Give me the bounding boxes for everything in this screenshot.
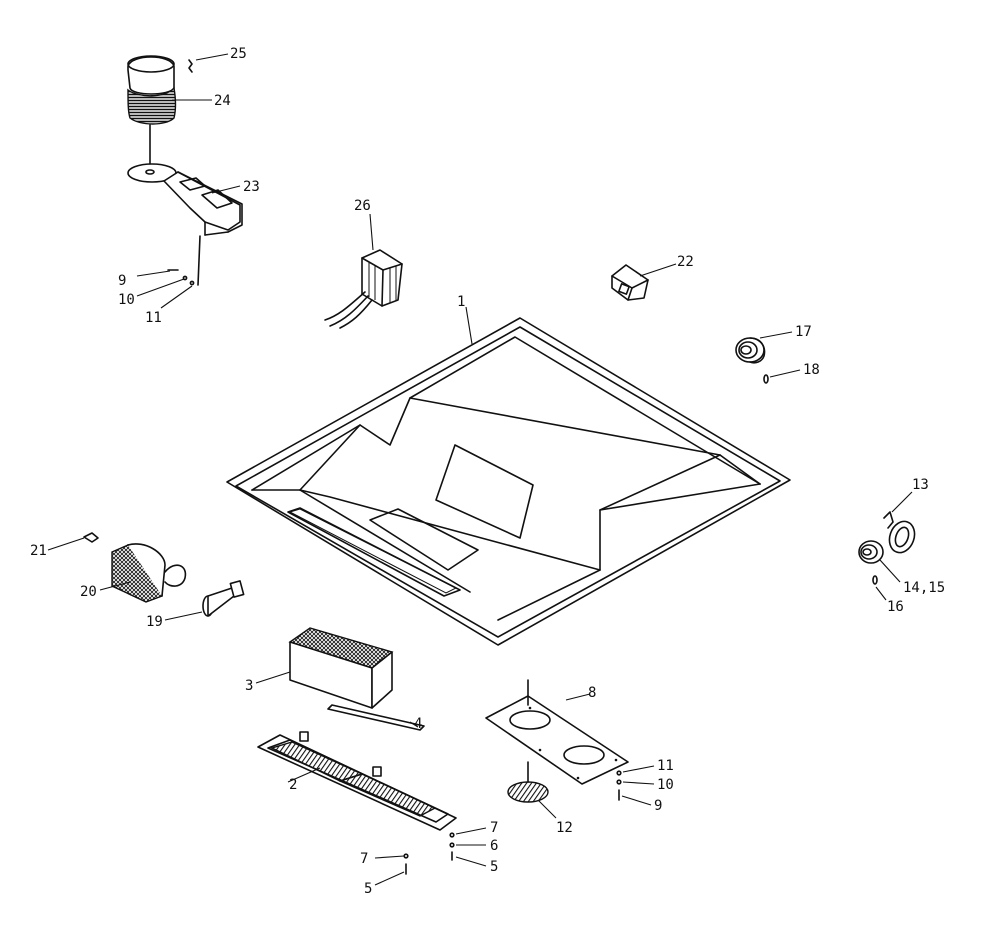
part-18-clip xyxy=(763,374,769,384)
callout-14-15: 14,15 xyxy=(903,580,945,596)
callout-23: 23 xyxy=(243,179,260,195)
callout-11-top: 11 xyxy=(145,310,162,326)
callout-18: 18 xyxy=(803,362,820,378)
callout-4: 4 xyxy=(414,716,422,732)
callout-9-top: 9 xyxy=(118,273,126,289)
part-13-bracket xyxy=(883,511,916,554)
callout-16: 16 xyxy=(887,599,904,615)
part-21-clip xyxy=(83,532,99,543)
part-8-plate xyxy=(485,679,629,785)
part-16-clip xyxy=(872,575,878,585)
leader-lines xyxy=(47,53,913,886)
callout-2: 2 xyxy=(289,777,297,793)
part-25-screw xyxy=(188,59,193,73)
part-26-relay-box xyxy=(324,249,403,329)
callout-3: 3 xyxy=(245,678,253,694)
callout-21: 21 xyxy=(30,543,47,559)
part-1-roof-tray xyxy=(226,317,791,646)
callout-25: 25 xyxy=(230,46,247,62)
callout-5-right: 5 xyxy=(490,859,498,875)
callout-24: 24 xyxy=(214,93,231,109)
part-22-buzzer xyxy=(611,264,649,301)
callout-22: 22 xyxy=(677,254,694,270)
callout-26: 26 xyxy=(354,198,371,214)
callout-5-left: 5 xyxy=(364,881,372,897)
callout-8: 8 xyxy=(588,685,596,701)
part-17-grommet xyxy=(735,337,766,364)
callout-19: 19 xyxy=(146,614,163,630)
callout-9-bottom: 9 xyxy=(654,798,662,814)
callout-13: 13 xyxy=(912,477,929,493)
callout-7-left: 7 xyxy=(360,851,368,867)
part-9-10-11-beacon-fasteners xyxy=(167,269,195,286)
part-2-grille xyxy=(257,731,457,831)
callout-labels: 25 24 23 26 22 1 17 18 13 14,15 16 9 10 … xyxy=(30,46,945,897)
part-12-vent-disc xyxy=(507,761,549,803)
part-4-strip xyxy=(327,704,425,731)
part-9-10-11-plate-fasteners xyxy=(616,770,622,801)
callout-20: 20 xyxy=(80,584,97,600)
callout-10-bottom: 10 xyxy=(657,777,674,793)
callout-6: 6 xyxy=(490,838,498,854)
part-3-filter xyxy=(288,627,394,709)
callout-17: 17 xyxy=(795,324,812,340)
part-19-horn xyxy=(202,580,245,617)
part-5-6-7-grille-fasteners xyxy=(403,832,455,875)
part-14-15-grommet xyxy=(858,540,884,564)
callout-12: 12 xyxy=(556,820,573,836)
callout-1: 1 xyxy=(457,294,465,310)
callout-10-top: 10 xyxy=(118,292,135,308)
part-23-mount-bracket xyxy=(127,163,243,286)
part-20-work-light xyxy=(111,543,187,603)
part-24-beacon-lamp xyxy=(127,55,177,173)
callout-11-bottom: 11 xyxy=(657,758,674,774)
callout-7-right: 7 xyxy=(490,820,498,836)
